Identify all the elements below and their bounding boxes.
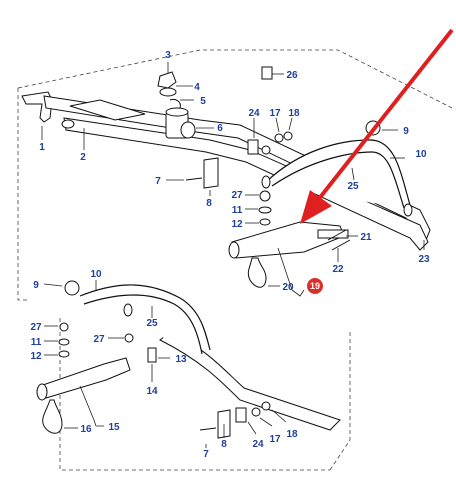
- callout-16[interactable]: 16: [80, 424, 92, 435]
- callout-17-lower[interactable]: 17: [269, 434, 281, 445]
- callout-18[interactable]: 18: [288, 108, 300, 119]
- lower-cylinder: [36, 347, 157, 434]
- highlight-badge-19[interactable]: 19: [307, 278, 323, 294]
- upper-small-parts: [185, 131, 293, 226]
- callout-5[interactable]: 5: [200, 96, 206, 107]
- callout-4[interactable]: 4: [194, 82, 200, 93]
- callout-14[interactable]: 14: [146, 386, 158, 397]
- callout-10-lower[interactable]: 10: [90, 269, 102, 280]
- callout-20[interactable]: 20: [282, 282, 294, 293]
- callout-27[interactable]: 27: [231, 190, 243, 201]
- callout-25[interactable]: 25: [347, 181, 359, 192]
- callout-3[interactable]: 3: [165, 50, 171, 61]
- callout-26[interactable]: 26: [286, 70, 298, 81]
- callout-22[interactable]: 22: [332, 264, 344, 275]
- callout-7[interactable]: 7: [155, 176, 161, 187]
- callout-11-lower[interactable]: 11: [31, 337, 42, 348]
- callout-10[interactable]: 10: [415, 149, 427, 160]
- callout-7-lower[interactable]: 7: [203, 449, 209, 460]
- callout-12[interactable]: 12: [231, 219, 243, 230]
- callout-13[interactable]: 13: [175, 354, 187, 365]
- badge-19-text: 19: [310, 281, 320, 291]
- callout-18-lower[interactable]: 18: [286, 429, 298, 440]
- callout-27-lower[interactable]: 27: [30, 322, 42, 333]
- callout-24[interactable]: 24: [248, 108, 260, 119]
- callout-25-lower[interactable]: 25: [146, 318, 158, 329]
- callout-21[interactable]: 21: [360, 232, 372, 243]
- callout-2[interactable]: 2: [80, 152, 86, 163]
- upper-pipes: [21, 91, 431, 251]
- callout-6[interactable]: 6: [217, 123, 223, 134]
- leader-lines: [41, 62, 425, 448]
- callout-9[interactable]: 9: [403, 126, 409, 137]
- assembly-frame: [17, 49, 453, 471]
- callout-27-mid[interactable]: 27: [93, 334, 105, 345]
- callout-17[interactable]: 17: [269, 108, 281, 119]
- lower-small-parts: [58, 322, 271, 439]
- callout-11[interactable]: 11: [232, 205, 243, 216]
- callout-labels: 3 4 5 6 26 24 17 18 9 10 1 2 7 8 27 11 1…: [30, 50, 430, 460]
- lower-hose: [64, 280, 211, 355]
- callout-8[interactable]: 8: [206, 198, 212, 209]
- callout-24-lower[interactable]: 24: [252, 439, 264, 450]
- callout-23[interactable]: 23: [418, 254, 430, 265]
- fitting-group-top: [157, 66, 273, 139]
- callout-9-lower[interactable]: 9: [33, 280, 39, 291]
- callout-12-lower[interactable]: 12: [30, 351, 42, 362]
- upper-cylinder: [228, 221, 349, 288]
- callout-1[interactable]: 1: [39, 142, 45, 153]
- callout-8-lower[interactable]: 8: [221, 439, 227, 450]
- highlight-arrow: [300, 28, 454, 224]
- pin-21-22: [327, 229, 351, 251]
- callout-15[interactable]: 15: [108, 422, 120, 433]
